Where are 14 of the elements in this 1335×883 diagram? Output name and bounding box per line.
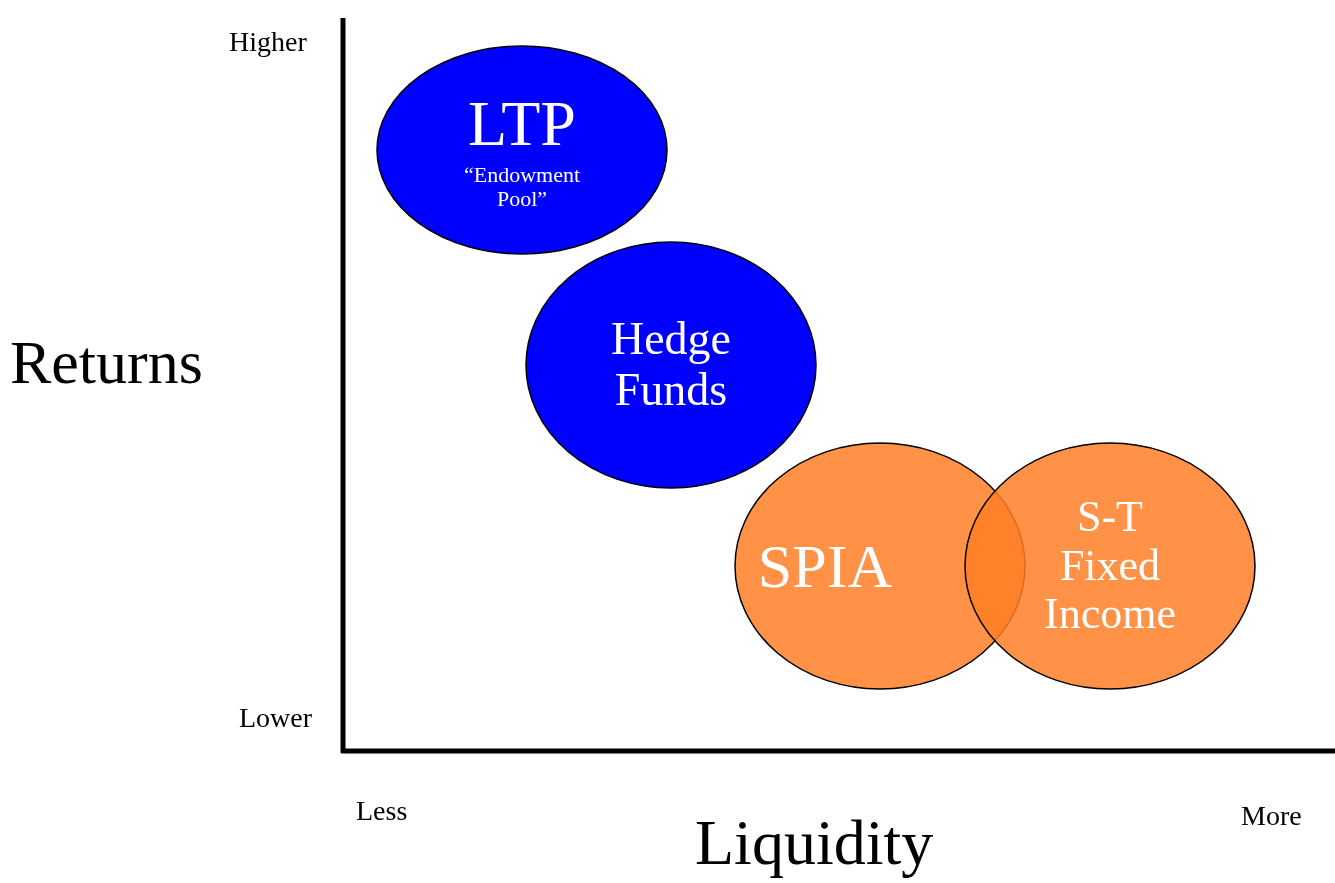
axis-tick-label: Higher [229, 26, 307, 58]
axis-tick-label: Lower [239, 702, 313, 734]
bubble-title: S-T Fixed Income [1043, 493, 1177, 639]
axis-tick-label: More [1241, 800, 1302, 832]
axis-title: Liquidity [695, 806, 934, 880]
bubble-title: Hedge Funds [609, 314, 733, 416]
axis-title: Returns [10, 327, 203, 398]
ellipse [376, 45, 668, 255]
ellipse [525, 241, 817, 489]
ellipse [964, 442, 1256, 690]
bubble-title: SPIA [756, 531, 894, 601]
axis-tick-label: Less [356, 795, 408, 827]
bubble-subtitle: “Endowment Pool” [462, 163, 582, 212]
bubble-title: LTP [467, 88, 577, 159]
